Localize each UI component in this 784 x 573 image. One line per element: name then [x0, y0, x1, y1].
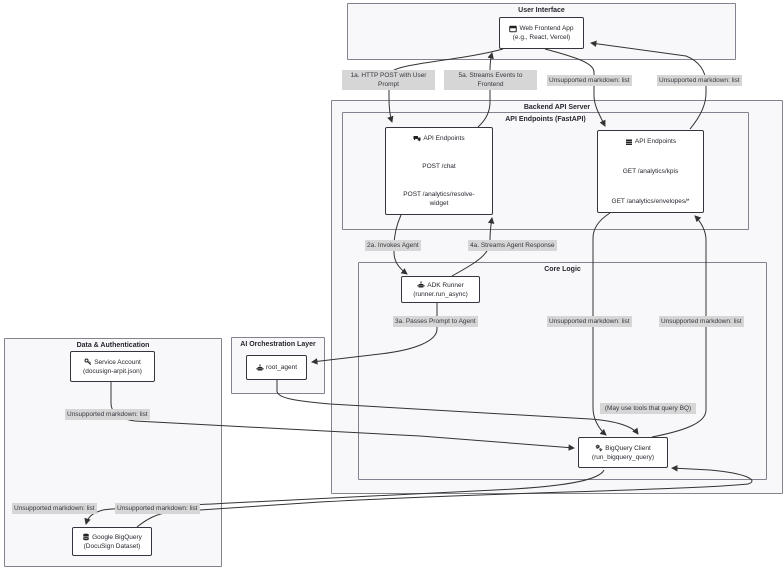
- edge-label-passes-prompt: 3a. Passes Prompt to Agent: [393, 316, 478, 327]
- gears-icon: [595, 444, 603, 452]
- robot-icon: [417, 281, 425, 288]
- node-root-agent: root_agent: [246, 355, 307, 380]
- node-title: Google BigQuery: [92, 533, 142, 541]
- node-title: BigQuery Client: [605, 444, 651, 452]
- node-bigquery-client: BigQuery Client (run_bigquery_query): [578, 437, 668, 468]
- edge-label-unsupported-4: Unsupported markdown: list: [659, 316, 744, 327]
- cluster-title: Data & Authentication: [76, 342, 150, 349]
- table-icon: [625, 139, 632, 145]
- edge-label-unsupported-5: Unsupported markdown: list: [65, 409, 150, 420]
- node-title: API Endpoints: [634, 138, 677, 145]
- node-line: POST /chat: [422, 163, 456, 170]
- node-line: GET /analytics/envelopes/*: [611, 198, 690, 205]
- robot-icon: [256, 363, 264, 370]
- node-title: API Endpoints: [423, 135, 465, 142]
- edge-label-may-use-tools: (May use tools that query BQ): [600, 403, 696, 414]
- node-subtitle: (DocuSign Dataset): [83, 542, 141, 550]
- database-icon: [83, 533, 89, 541]
- node-analytics-api-endpoints: API Endpoints GET /analytics/kpis GET /a…: [597, 130, 704, 213]
- cluster-title: API Endpoints (FastAPI): [505, 116, 586, 123]
- node-web-frontend-app: Web Frontend App (e.g., React, Vercel): [499, 17, 584, 49]
- node-subtitle: (docusign-arpit.json): [83, 367, 142, 375]
- node-title: ADK Runner: [427, 281, 464, 289]
- node-line: POST /analytics/resolve-widget: [403, 191, 475, 207]
- edge-label-unsupported-7: Unsupported markdown: list: [115, 503, 200, 514]
- node-adk-runner: ADK Runner (runner.run_async): [401, 276, 480, 303]
- node-google-bigquery: Google BigQuery (DocuSign Dataset): [72, 527, 152, 556]
- node-line: GET /analytics/kpis: [622, 168, 679, 175]
- node-title: root_agent: [265, 364, 298, 371]
- node-subtitle: (run_bigquery_query): [591, 453, 655, 461]
- cluster-title: AI Orchestration Layer: [240, 341, 316, 348]
- node-chat-api-endpoints: API Endpoints POST /chat POST /analytics…: [385, 127, 493, 215]
- cluster-title: Backend API Server: [523, 104, 591, 111]
- edge-label-unsupported-2: Unsupported markdown: list: [657, 75, 742, 86]
- edge-label-streams-events: 5a. Streams Events to Frontend: [444, 70, 537, 90]
- node-service-account: Service Account (docusign-arpit.json): [70, 351, 155, 382]
- edge-label-invokes-agent: 2a. Invokes Agent: [365, 240, 421, 251]
- cluster-title: Core Logic: [544, 266, 581, 273]
- node-subtitle: (runner.run_async): [413, 290, 468, 298]
- key-icon: [84, 358, 92, 366]
- comments-icon: [413, 135, 421, 141]
- node-title: Web Frontend App: [519, 25, 574, 32]
- cluster-title: User Interface: [518, 7, 565, 14]
- edge-label-unsupported-6: Unsupported markdown: list: [12, 503, 97, 514]
- edge-label-unsupported-1: Unsupported markdown: list: [547, 75, 632, 86]
- node-title: Service Account: [94, 358, 141, 366]
- edge-label-unsupported-3: Unsupported markdown: list: [547, 316, 632, 327]
- node-subtitle: (e.g., React, Vercel): [512, 34, 571, 41]
- window-icon: [509, 25, 518, 32]
- edge-label-http-post: 1a. HTTP POST with User Prompt: [342, 70, 435, 90]
- edge-label-streams-response: 4a. Streams Agent Response: [468, 240, 557, 251]
